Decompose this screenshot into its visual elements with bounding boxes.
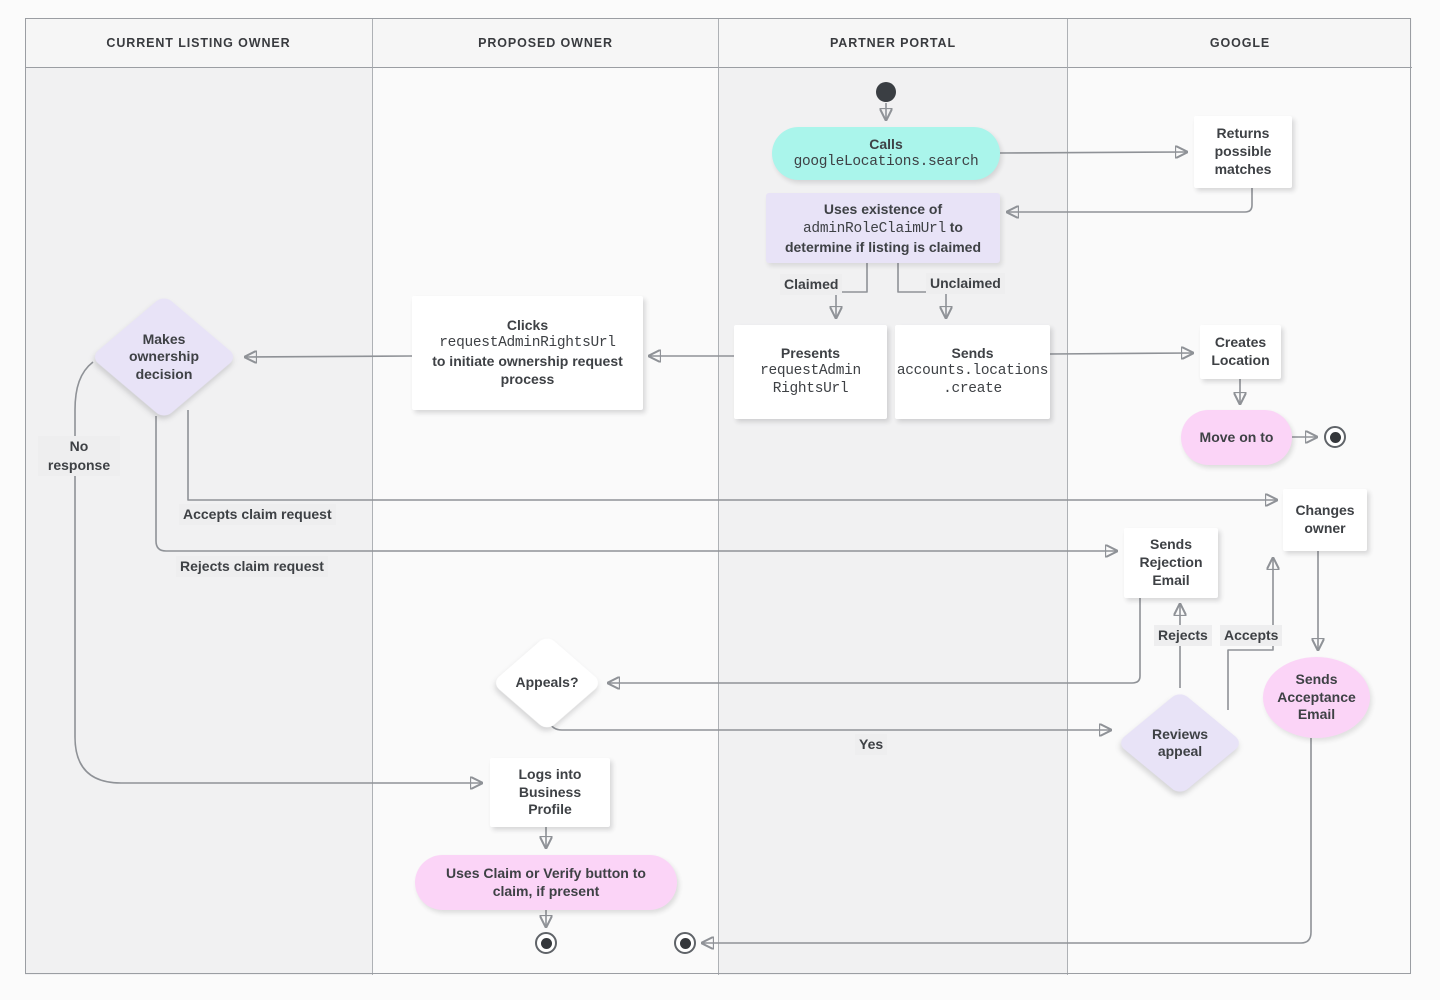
node-code: adminRoleClaimUrl	[803, 220, 946, 237]
end-node-transfer-flow	[674, 932, 696, 954]
lane-header-google: GOOGLE	[1068, 18, 1412, 68]
connector-claimed	[836, 263, 868, 317]
node-label: Sends Rejection Email	[1139, 536, 1203, 588]
connector-clicks-to-decision	[246, 356, 413, 357]
connector-calls-to-returns	[999, 152, 1186, 153]
node-returns-possible-matches: Returns possible matches	[1194, 116, 1292, 188]
edge-label-yes: Yes	[855, 734, 888, 755]
end-node-create-flow	[1324, 426, 1346, 448]
node-label: Creates Location	[1211, 334, 1270, 368]
node-calls-google-locations-search: Calls googleLocations.search	[772, 127, 1000, 180]
connector-appeals-yes-to-reviews	[548, 720, 1110, 730]
node-reviews-appeal: Reviews appeal	[1116, 690, 1244, 796]
node-changes-owner: Changes owner	[1283, 489, 1367, 551]
node-label: Makes ownership decision	[128, 330, 199, 382]
connector-returns-to-uses	[1008, 188, 1253, 212]
connector-rejects-claim	[155, 416, 1116, 551]
node-makes-ownership-decision: Makes ownership decision	[90, 294, 238, 420]
edge-label-accepts-claim: Accepts claim request	[179, 504, 336, 525]
node-label: Logs into Business Profile	[518, 765, 582, 818]
node-sends-rejection-email: Sends Rejection Email	[1124, 528, 1218, 598]
node-code-line2: RightsUrl	[772, 380, 849, 397]
connector-sends-to-creates	[1049, 353, 1192, 354]
node-text-post: to initiate ownership request process	[432, 352, 623, 387]
node-logs-into-business-profile: Logs into Business Profile	[490, 758, 610, 827]
node-sends-acceptance-email: Sends Acceptance Email	[1263, 657, 1370, 738]
connector-accepts-claim	[187, 410, 1276, 500]
node-title: Presents	[780, 345, 841, 362]
node-creates-location: Creates Location	[1200, 325, 1281, 379]
end-node-dot	[540, 937, 552, 949]
node-uses-existence-admin-role-claim-url: Uses existence of adminRoleClaimUrl to d…	[766, 193, 1000, 263]
lane-header-current-listing-owner: CURRENT LISTING OWNER	[25, 18, 373, 68]
node-uses-claim-or-verify-button: Uses Claim or Verify button to claim, if…	[415, 855, 677, 910]
node-label: Uses Claim or Verify button to claim, if…	[446, 864, 646, 899]
node-text-post: determine if listing is claimed	[784, 238, 982, 255]
node-label: Returns possible matches	[1214, 125, 1272, 177]
node-title: Calls	[869, 135, 903, 152]
node-code-line1: requestAdmin	[760, 363, 861, 380]
edge-label-accepts: Accepts	[1220, 625, 1283, 646]
node-code-line2: .create	[943, 380, 1002, 397]
node-sends-accounts-locations-create: Sends accounts.locations .create	[895, 325, 1050, 419]
edge-label-unclaimed: Unclaimed	[926, 273, 1005, 294]
node-title: Clicks	[506, 317, 549, 334]
node-title: Sends	[951, 345, 994, 362]
node-label: Move on to	[1199, 428, 1274, 445]
node-clicks-request-admin-rights-url: Clicks requestAdminRightsUrl to initiate…	[412, 296, 643, 410]
end-node-dot	[1329, 431, 1341, 443]
swimlane-frame	[25, 18, 1411, 974]
connector-unclaimed	[897, 263, 946, 317]
node-label: Appeals?	[515, 674, 579, 691]
node-code-line1: accounts.locations	[896, 363, 1049, 380]
connector-acceptance-to-end	[703, 738, 1312, 943]
end-node-dot	[679, 937, 691, 949]
edge-label-rejects: Rejects	[1154, 625, 1212, 646]
edge-label-claimed: Claimed	[780, 274, 843, 295]
node-text-pre: Uses existence of	[823, 201, 943, 217]
node-code: requestAdminRightsUrl	[439, 335, 616, 352]
lane-header-partner-portal: PARTNER PORTAL	[719, 18, 1068, 68]
connector-rejection-to-appeals	[609, 598, 1141, 683]
lane-header-proposed-owner: PROPOSED OWNER	[373, 18, 719, 68]
edge-label-rejects-claim: Rejects claim request	[176, 556, 328, 577]
node-text-mid: to	[949, 218, 963, 235]
node-code: googleLocations.search	[793, 153, 979, 170]
edge-label-no-response: No response	[38, 436, 120, 476]
node-label: Reviews appeal	[1151, 725, 1209, 760]
node-appeals-decision: Appeals?	[491, 634, 603, 732]
node-label: Sends Acceptance Email	[1277, 670, 1356, 723]
node-presents-request-admin-rights-url: Presents requestAdmin RightsUrl	[734, 325, 887, 419]
end-node-claim-flow	[535, 932, 557, 954]
connector-reviews-accepts	[1227, 559, 1273, 710]
node-label: Changes owner	[1295, 502, 1355, 536]
node-move-on-to: Move on to	[1181, 410, 1292, 465]
connector-no-response	[74, 361, 481, 783]
start-node	[876, 82, 896, 102]
